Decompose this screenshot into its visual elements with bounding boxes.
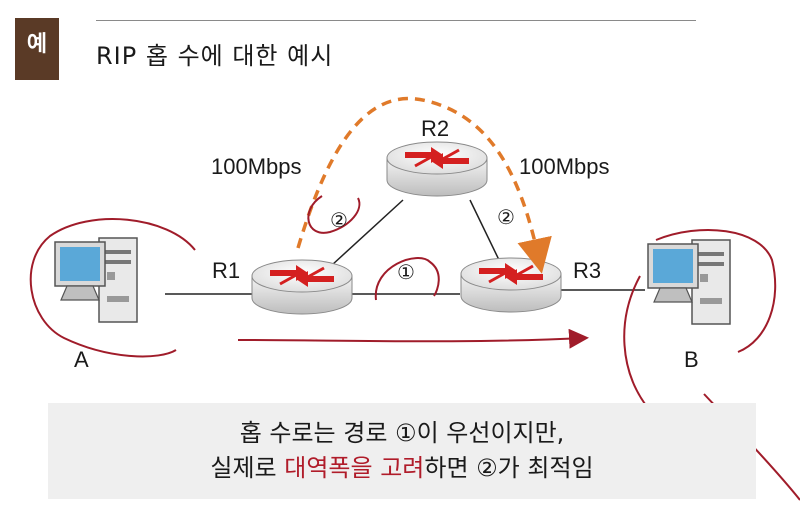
path-1-label: ① bbox=[397, 260, 415, 284]
slide-title: RIP 홉 수에 대한 예시 bbox=[96, 42, 334, 70]
example-badge: 예 bbox=[15, 18, 59, 80]
host-b-label: B bbox=[684, 347, 699, 372]
top-divider bbox=[96, 20, 696, 21]
link-r1-r2 bbox=[331, 199, 404, 266]
bandwidth-left-label: 100Mbps bbox=[211, 154, 302, 179]
router-r1-icon bbox=[250, 258, 354, 316]
router-r2-icon bbox=[385, 140, 489, 198]
path-2-circle-mark bbox=[307, 195, 361, 234]
caption-line-2-post: 하면 ②가 최적임 bbox=[424, 454, 594, 482]
path-2-left-label: ② bbox=[330, 208, 348, 232]
router-r3-label: R3 bbox=[573, 258, 601, 283]
caption-highlight: 대역폭을 고려 bbox=[284, 454, 425, 482]
computer-a-icon bbox=[54, 237, 138, 323]
host-a-label: A bbox=[74, 347, 89, 372]
host-a-circle bbox=[29, 218, 196, 358]
path-2-dashed-arrow bbox=[296, 96, 552, 274]
caption-line-2-pre: 실제로 bbox=[210, 454, 285, 482]
caption-line-1: 홉 수로는 경로 ①이 우선이지만, bbox=[239, 419, 565, 448]
router-r1-label: R1 bbox=[212, 258, 240, 283]
path-2-right-label: ② bbox=[497, 205, 515, 229]
caption-line-2: 실제로 대역폭을 고려하면 ②가 최적임 bbox=[210, 451, 593, 486]
caption-box: 홉 수로는 경로 ①이 우선이지만, 실제로 대역폭을 고려하면 ②가 최적임 bbox=[48, 403, 756, 499]
computer-b-icon bbox=[647, 239, 731, 325]
router-r3-icon bbox=[459, 256, 563, 314]
router-r2-label: R2 bbox=[421, 116, 449, 141]
example-badge-label: 예 bbox=[26, 32, 48, 57]
path-1-bracket bbox=[374, 257, 440, 301]
bandwidth-right-label: 100Mbps bbox=[519, 154, 610, 179]
path-1-annotation-arrow bbox=[237, 328, 589, 349]
link-r2-r3 bbox=[469, 199, 501, 263]
host-b-circle bbox=[623, 229, 777, 409]
